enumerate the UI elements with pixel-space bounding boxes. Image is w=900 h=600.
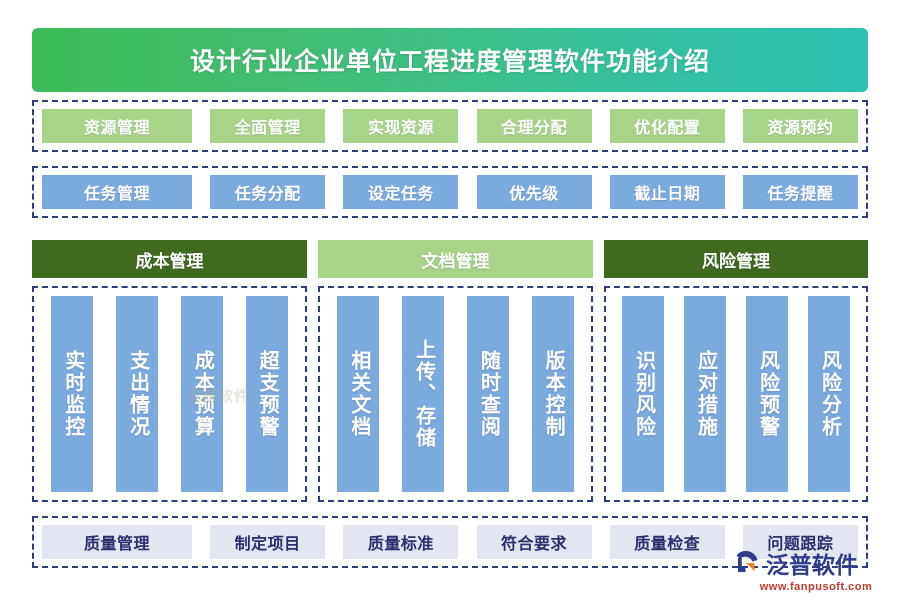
column-risk-1-label: 应对措施 xyxy=(694,350,717,438)
badge-task-5[interactable]: 任务提醒 xyxy=(742,175,858,209)
column-cost-0[interactable]: 实时监控 xyxy=(51,296,94,492)
column-document-0[interactable]: 相关文档 xyxy=(337,296,380,492)
logo-name: 泛普软件 xyxy=(766,552,858,578)
column-risk-3[interactable]: 风险分析 xyxy=(808,296,850,492)
column-document-1-label: 上传、存储 xyxy=(412,339,435,449)
column-risk-0[interactable]: 识别风险 xyxy=(622,296,664,492)
page-title-banner: 设计行业企业单位工程进度管理软件功能介绍 xyxy=(32,28,868,92)
column-cost-1[interactable]: 支出情况 xyxy=(116,296,159,492)
column-risk-3-label: 风险分析 xyxy=(818,350,841,438)
resource-badge-row: 资源管理 全面管理 实现资源 合理分配 优化配置 资源预约 xyxy=(34,102,866,150)
section-head-cost[interactable]: 成本管理 xyxy=(32,240,307,278)
task-management-group: 任务管理 任务分配 设定任务 优先级 截止日期 任务提醒 xyxy=(32,166,868,218)
section-head-document[interactable]: 文档管理 xyxy=(318,240,593,278)
badge-quality-0[interactable]: 质量管理 xyxy=(42,525,192,559)
document-column-wrap: 相关文档 上传、存储 随时查阅 版本控制 xyxy=(320,288,591,500)
section-head-cost-label: 成本管理 xyxy=(135,251,204,271)
column-cost-1-label: 支出情况 xyxy=(126,350,149,438)
risk-columns-panel: 识别风险 应对措施 风险预警 风险分析 xyxy=(604,286,868,502)
badge-resource-5[interactable]: 资源预约 xyxy=(742,109,858,143)
badge-resource-0[interactable]: 资源管理 xyxy=(42,109,192,143)
column-document-2[interactable]: 随时查阅 xyxy=(466,296,509,492)
badge-resource-4[interactable]: 优化配置 xyxy=(609,109,725,143)
page-title: 设计行业企业单位工程进度管理软件功能介绍 xyxy=(189,48,710,76)
badge-task-0[interactable]: 任务管理 xyxy=(42,175,192,209)
section-head-risk[interactable]: 风险管理 xyxy=(604,240,868,278)
column-document-3-label: 版本控制 xyxy=(542,350,565,438)
risk-column-wrap: 识别风险 应对措施 风险预警 风险分析 xyxy=(606,288,866,500)
badge-task-3[interactable]: 优先级 xyxy=(476,175,592,209)
column-risk-0-label: 识别风险 xyxy=(632,350,655,438)
badge-task-4[interactable]: 截止日期 xyxy=(609,175,725,209)
badge-task-2[interactable]: 设定任务 xyxy=(343,175,459,209)
column-document-0-label: 相关文档 xyxy=(347,350,370,438)
column-document-1[interactable]: 上传、存储 xyxy=(402,296,445,492)
column-risk-2[interactable]: 风险预警 xyxy=(746,296,788,492)
cost-column-wrap: 实时监控 支出情况 成本预算 超支预警 xyxy=(34,288,305,500)
logo-row: 泛普软件 xyxy=(732,546,882,580)
column-cost-0-label: 实时监控 xyxy=(61,350,84,438)
badge-resource-2[interactable]: 实现资源 xyxy=(343,109,459,143)
column-cost-2[interactable]: 成本预算 xyxy=(180,296,223,492)
badge-task-1[interactable]: 任务分配 xyxy=(210,175,326,209)
column-cost-2-label: 成本预算 xyxy=(191,350,214,438)
column-cost-3[interactable]: 超支预警 xyxy=(245,296,288,492)
cost-columns-panel: 实时监控 支出情况 成本预算 超支预警 xyxy=(32,286,307,502)
badge-quality-4[interactable]: 质量检查 xyxy=(609,525,725,559)
badge-quality-1[interactable]: 制定项目 xyxy=(210,525,326,559)
column-risk-2-label: 风险预警 xyxy=(756,350,779,438)
quality-badge-row: 质量管理 制定项目 质量标准 符合要求 质量检查 问题跟踪 xyxy=(34,518,866,566)
column-document-2-label: 随时查阅 xyxy=(477,350,500,438)
task-badge-row: 任务管理 任务分配 设定任务 优先级 截止日期 任务提醒 xyxy=(34,168,866,216)
column-document-3[interactable]: 版本控制 xyxy=(531,296,574,492)
badge-quality-2[interactable]: 质量标准 xyxy=(343,525,459,559)
logo-url: www.fanpusoft.com xyxy=(759,581,873,593)
quality-management-group: 质量管理 制定项目 质量标准 符合要求 质量检查 问题跟踪 xyxy=(32,516,868,568)
column-cost-3-label: 超支预警 xyxy=(256,350,279,438)
badge-quality-3[interactable]: 符合要求 xyxy=(476,525,592,559)
resource-management-group: 资源管理 全面管理 实现资源 合理分配 优化配置 资源预约 xyxy=(32,100,868,152)
section-head-risk-label: 风险管理 xyxy=(702,251,770,271)
document-columns-panel: 相关文档 上传、存储 随时查阅 版本控制 xyxy=(318,286,593,502)
badge-quality-5[interactable]: 问题跟踪 xyxy=(742,525,858,559)
section-head-document-label: 文档管理 xyxy=(421,251,490,271)
badge-resource-1[interactable]: 全面管理 xyxy=(210,109,326,143)
brand-logo: 泛普软件 www.fanpusoft.com xyxy=(732,546,882,594)
badge-resource-3[interactable]: 合理分配 xyxy=(476,109,592,143)
column-risk-1[interactable]: 应对措施 xyxy=(684,296,726,492)
fanpu-logo-icon xyxy=(736,550,758,572)
